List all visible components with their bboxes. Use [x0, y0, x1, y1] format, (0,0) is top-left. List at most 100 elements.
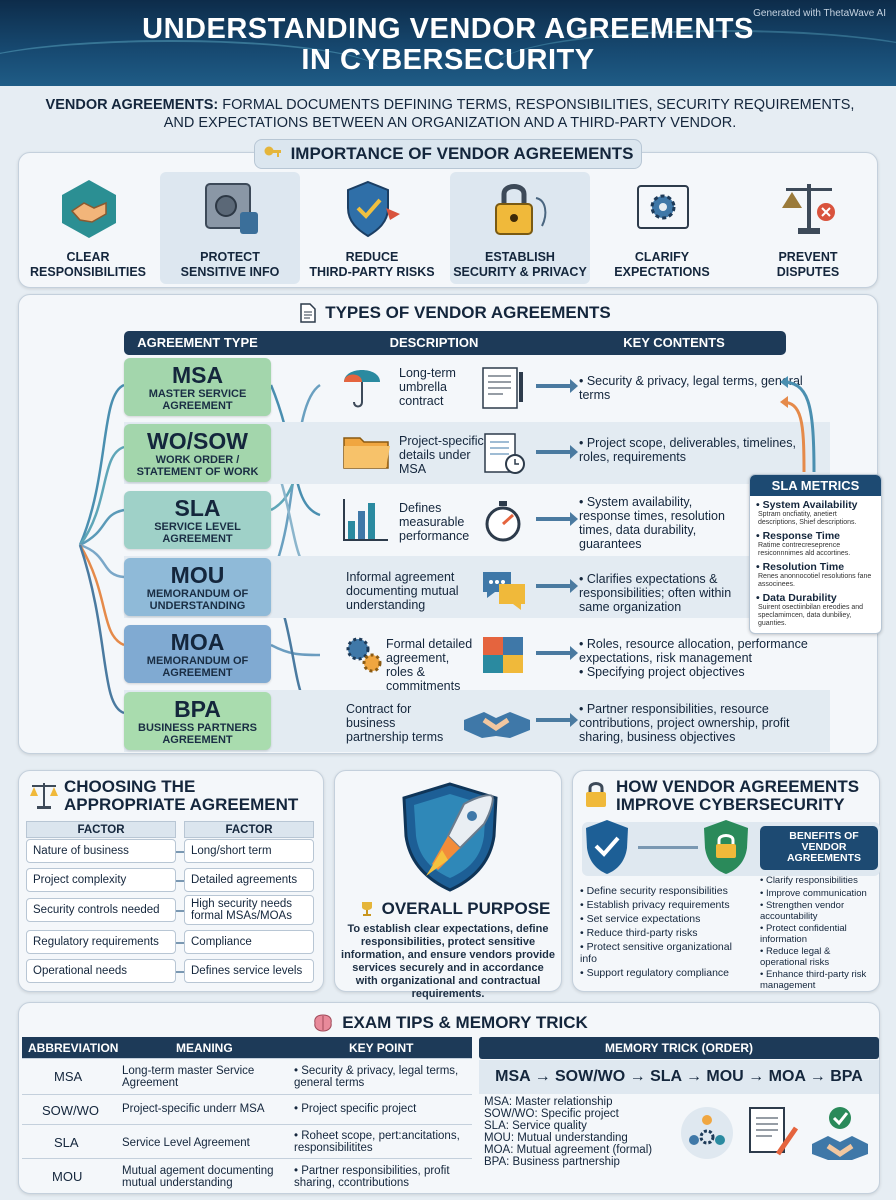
how-item: • Define security responsibilities: [580, 885, 728, 897]
importance-title: IMPORTANCE OF VENDOR AGREEMENTS: [290, 144, 634, 163]
rocket-shield-icon: [402, 782, 498, 892]
factor-left: Regulatory requirements: [26, 930, 176, 954]
agreement-full-name: MASTER SERVICE AGREEMENT: [148, 388, 247, 412]
importance-label-l1: CLEAR: [66, 250, 110, 264]
sla-metrics-title: SLA METRICS: [750, 475, 881, 496]
purpose-title: OVERALL PURPOSE: [381, 899, 551, 918]
importance-label-l1: CLARIFY: [634, 250, 690, 264]
trophy-icon: [361, 902, 372, 916]
flow-arrow: [536, 713, 578, 727]
bar-chart-icon: [343, 499, 388, 541]
how-title: HOW VENDOR AGREEMENTS IMPROVE CYBERSECUR…: [616, 777, 860, 814]
chat-bubbles-icon: [483, 572, 525, 610]
exam-panel: [18, 1002, 880, 1194]
importance-label-l2: SECURITY & PRIVACY: [453, 265, 587, 279]
agreement-full-name: BUSINESS PARTNERS AGREEMENT: [138, 722, 257, 746]
exam-key-point: • Security & privacy, legal terms, gener…: [294, 1065, 459, 1089]
sla-connector-arrows: [780, 376, 816, 473]
sla-metric-desc: Sptram oncfiatity, anetiert descriptions…: [758, 511, 857, 526]
exam-key-point: • Roheet scope, pert:ancitations, respon…: [294, 1130, 460, 1154]
factor-right: Long/short term: [184, 839, 314, 863]
agreement-description: Long-term umbrella contract: [399, 366, 456, 408]
flow-arrow: [536, 512, 578, 526]
exam-meaning: Mutual agement documenting mutual unders…: [122, 1165, 274, 1189]
folder-icon: [343, 437, 390, 469]
memory-item: MOU: Mutual understanding: [484, 1132, 628, 1144]
benefit-item: • Enhance third-party risk management: [760, 969, 867, 991]
padlock-small-icon: [586, 782, 606, 807]
types-table-header: AGREEMENT TYPE DESCRIPTION KEY CONTENTS: [124, 331, 786, 355]
how-list-right: • Clarify responsibilities • Improve com…: [760, 875, 878, 993]
exam-row: MSA Long-term master Service Agreement •…: [22, 1061, 472, 1095]
agreement-row-wo-sow: WO/SOW WORK ORDER / STATEMENT OF WORK Pr…: [124, 422, 830, 484]
signing-document-icon: [749, 1107, 799, 1156]
exam-abbr: SOW/WO: [42, 1103, 100, 1118]
title-line-1: UNDERSTANDING VENDOR AGREEMENTS: [142, 13, 754, 45]
sla-metric-desc: Renes anonnocotiel resolutions fane asso…: [758, 573, 872, 588]
sla-metrics-box: SLA METRICS • System Availability Sptram…: [749, 474, 882, 634]
exam-heading: EXAM TIPS & MEMORY TRICK: [290, 1013, 610, 1033]
agreement-abbr: MOA: [170, 629, 225, 655]
agreement-description: Informal agreement documenting mutual un…: [346, 570, 459, 612]
sla-metric-desc: Suirent osectiinbilan ereodies and specl…: [758, 604, 864, 627]
memory-item: BPA: Business partnership: [484, 1156, 620, 1168]
shield-icon: [347, 180, 400, 238]
exam-col-key-point: KEY POINT: [349, 1041, 414, 1055]
watermark: Generated with ThetaWave AI: [753, 8, 886, 19]
checkmark-handshake-icon: [812, 1107, 868, 1160]
memory-item: MSA: Master relationship: [484, 1096, 613, 1108]
benefit-item: • Reduce legal & operational risks: [760, 946, 831, 968]
definition: VENDOR AGREEMENTS: FORMAL DOCUMENTS DEFI…: [30, 96, 870, 132]
agreement-box-sla: SLA SERVICE LEVEL AGREEMENT: [124, 491, 271, 549]
agreement-row-moa: MOA MEMORANDUM OF AGREEMENT Formal detai…: [124, 623, 830, 693]
exam-col-abbreviation: ABBREVIATION: [28, 1041, 119, 1055]
sla-metric-title: • System Availability: [756, 499, 858, 511]
exam-abbr: MOU: [52, 1169, 83, 1184]
factor-arrow: [176, 910, 184, 912]
agreement-key-contents: • System availability, response times, r…: [579, 495, 725, 551]
exam-table-header: ABBREVIATION MEANING KEY POINT: [22, 1037, 472, 1059]
exam-abbr: SLA: [54, 1135, 79, 1150]
factor-right: Detailed agreements: [184, 868, 314, 892]
benefit-item: • Improve communication: [760, 887, 867, 899]
factor-header-right: FACTOR: [184, 821, 314, 838]
exam-abbr: MSA: [54, 1069, 83, 1084]
exam-row: MOU Mutual agement documenting mutual un…: [22, 1161, 472, 1195]
memory-trick-sequence: MSA → SOW/WO → SLA → MOU → MOA → BPA: [479, 1060, 879, 1094]
agreement-abbr: MSA: [171, 362, 224, 388]
padlock-icon: [495, 184, 547, 235]
stopwatch-icon: [485, 501, 521, 542]
how-item: • Protect sensitive organizational info: [580, 941, 732, 965]
factor-left: Project complexity: [26, 868, 176, 892]
sla-metric-title: • Resolution Time: [756, 561, 845, 573]
agreement-full-name: MEMORANDUM OF UNDERSTANDING: [146, 588, 249, 612]
flow-arrow: [536, 579, 578, 593]
agreement-full-name: MEMORANDUM OF AGREEMENT: [146, 655, 249, 679]
gear-icon: [637, 185, 689, 229]
agreement-key-contents: • Security & privacy, legal terms, gener…: [579, 374, 803, 402]
importance-label-l2: RESPONSIBILITIES: [30, 265, 146, 279]
exam-meaning: Long-term master Service Agreement: [122, 1065, 255, 1089]
agreement-row-msa: MSA MASTER SERVICE AGREEMENT Long-term u…: [124, 356, 830, 418]
col-description: DESCRIPTION: [389, 335, 479, 350]
exam-row: SLA Service Level Agreement • Roheet sco…: [22, 1127, 472, 1159]
exam-title: EXAM TIPS & MEMORY TRICK: [342, 1013, 588, 1032]
agreement-description: Contract for business partnership terms: [346, 702, 444, 744]
agreement-description: Defines measurable performance: [399, 501, 470, 543]
purpose-text: To establish clear expectations, define …: [341, 923, 555, 1000]
agreement-abbr: BPA: [174, 696, 221, 722]
gears-icon: [346, 637, 382, 673]
col-agreement-type: AGREEMENT TYPE: [137, 335, 258, 350]
agreement-row-bpa: BPA BUSINESS PARTNERS AGREEMENT Contract…: [124, 690, 830, 752]
factor-left: Nature of business: [26, 839, 176, 863]
col-key-contents: KEY CONTENTS: [623, 335, 725, 350]
agreement-full-name: SERVICE LEVEL AGREEMENT: [154, 521, 241, 545]
title-line-2: IN CYBERSECURITY: [301, 44, 595, 76]
how-list-left: • Define security responsibilities • Est…: [580, 885, 740, 981]
how-panel: [572, 770, 880, 992]
